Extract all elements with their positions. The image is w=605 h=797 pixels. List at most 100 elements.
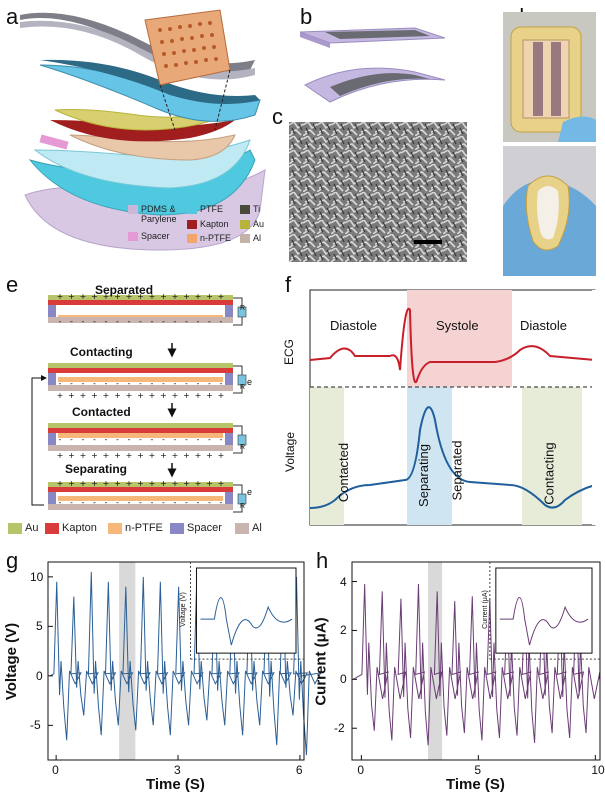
- svg-text:+: +: [80, 451, 87, 460]
- svg-text:+: +: [160, 451, 167, 460]
- svg-text:+: +: [57, 391, 64, 400]
- x-tick-label: 3: [174, 763, 181, 777]
- svg-text:+: +: [126, 451, 133, 460]
- legend-label: PTFE: [200, 204, 224, 214]
- legend-swatch: [240, 234, 250, 243]
- legend-swatch: [235, 523, 249, 534]
- resistor-label: R: [240, 384, 246, 391]
- svg-text:+: +: [206, 391, 213, 400]
- state-label-contacting: Contacting: [70, 345, 133, 359]
- panel-label-e: e: [6, 272, 19, 297]
- x-tick-label: 5: [474, 763, 482, 777]
- svg-text:+: +: [80, 479, 87, 488]
- phase-label-bottom: Separating: [415, 444, 431, 507]
- signal-trace: [352, 583, 601, 746]
- svg-text:-: -: [116, 317, 119, 326]
- phase-label-bottom: Separated: [449, 440, 465, 501]
- phase-label-top: Diastole: [520, 318, 567, 333]
- y-tick-label: 0: [340, 672, 347, 687]
- svg-text:-: -: [220, 498, 223, 507]
- legend-label: n-PTFE: [125, 522, 163, 534]
- svg-text:-: -: [174, 317, 177, 326]
- svg-text:-: -: [59, 498, 62, 507]
- state-label-separated: Separated: [95, 283, 154, 297]
- svg-text:-: -: [162, 498, 165, 507]
- legend-label: Kapton: [200, 219, 229, 229]
- svg-text:+: +: [114, 292, 121, 301]
- svg-text:-: -: [208, 498, 211, 507]
- svg-text:-: -: [185, 498, 188, 507]
- y-axis-title: Current (μA): [312, 617, 330, 706]
- resistor-label: R: [240, 305, 246, 312]
- svg-text:-: -: [220, 379, 223, 388]
- electron-label: e: [247, 377, 253, 387]
- svg-text:-: -: [162, 317, 165, 326]
- svg-text:+: +: [126, 479, 133, 488]
- svg-text:-: -: [93, 435, 96, 444]
- sem-micrograph: [289, 122, 467, 262]
- svg-text:-: -: [93, 498, 96, 507]
- highlight-window: [119, 562, 136, 760]
- svg-text:+: +: [114, 391, 121, 400]
- legend-label: Al: [252, 522, 262, 534]
- svg-text:+: +: [218, 292, 225, 301]
- panel-label-g: g: [6, 548, 19, 573]
- svg-text:+: +: [68, 479, 75, 488]
- svg-text:-: -: [162, 379, 165, 388]
- panel-label-c: c: [272, 104, 283, 129]
- x-axis-title: Time (S): [146, 776, 205, 793]
- svg-text:-: -: [151, 379, 154, 388]
- legend-swatch: [108, 523, 122, 534]
- svg-text:+: +: [183, 451, 190, 460]
- panel-label-h: h: [316, 548, 329, 573]
- y-tick-label: -2: [334, 721, 345, 736]
- svg-text:-: -: [208, 435, 211, 444]
- svg-text:+: +: [160, 292, 167, 301]
- svg-text:+: +: [172, 292, 179, 301]
- svg-text:-: -: [116, 379, 119, 388]
- svg-text:-: -: [139, 379, 142, 388]
- panel-label-b: b: [300, 4, 313, 29]
- svg-text:+: +: [103, 451, 110, 460]
- svg-text:-: -: [220, 317, 223, 326]
- svg-text:+: +: [126, 292, 133, 301]
- svg-text:+: +: [195, 391, 202, 400]
- y-tick-label: 5: [36, 619, 43, 634]
- svg-text:-: -: [116, 498, 119, 507]
- x-tick-label: 6: [295, 763, 303, 777]
- legend-swatch: [187, 234, 197, 243]
- svg-text:+: +: [183, 391, 190, 400]
- svg-text:-: -: [174, 379, 177, 388]
- svg-text:+: +: [183, 479, 190, 488]
- svg-text:+: +: [57, 479, 64, 488]
- working-mechanism-schematic: +-+-+-+-+-+-+-+-+-+-+-+-+-+-+--+-+-+-+-+…: [31, 292, 247, 513]
- chart-plot-area: [47, 561, 322, 761]
- state-label-contacted: Contacted: [72, 405, 131, 419]
- y-tick-label: 10: [30, 569, 44, 584]
- svg-text:+: +: [206, 451, 213, 460]
- svg-text:+: +: [195, 451, 202, 460]
- inset-y-label: Current (μA): [481, 589, 489, 629]
- svg-text:-: -: [139, 317, 142, 326]
- resistor-label: R: [240, 444, 246, 451]
- svg-text:+: +: [172, 391, 179, 400]
- svg-text:-: -: [128, 435, 131, 444]
- electron-label: e: [247, 487, 253, 497]
- svg-text:+: +: [149, 292, 156, 301]
- phase-label-bottom: Contacting: [541, 442, 557, 505]
- legend-label: Ti: [253, 204, 261, 214]
- svg-text:+: +: [68, 391, 75, 400]
- legend-swatch: [45, 523, 59, 534]
- state-label-separating: Separating: [65, 462, 128, 476]
- svg-text:-: -: [70, 317, 73, 326]
- svg-text:+: +: [137, 451, 144, 460]
- y-tick-label: 0: [36, 668, 43, 683]
- svg-text:-: -: [105, 317, 108, 326]
- x-axis-title: Time (S): [446, 776, 505, 793]
- legend-label: Spacer: [187, 522, 222, 534]
- svg-text:-: -: [151, 435, 154, 444]
- svg-text:-: -: [70, 498, 73, 507]
- legend-label: Al: [253, 233, 262, 243]
- svg-text:-: -: [185, 317, 188, 326]
- ecg-voltage-plot: [309, 289, 600, 526]
